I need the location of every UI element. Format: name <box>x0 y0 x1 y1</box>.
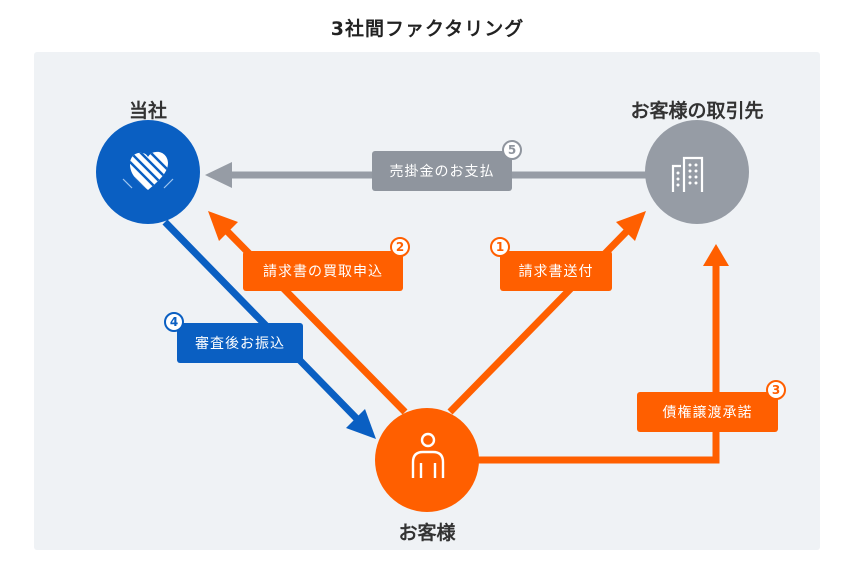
step-5-badge: 5 <box>502 140 522 160</box>
step-1-box: 請求書送付 <box>500 251 612 291</box>
step-2-badge: 2 <box>390 237 410 257</box>
step-1-label: 請求書送付 <box>518 264 594 280</box>
customer-node <box>375 408 479 512</box>
arrow-step-4 <box>162 219 376 439</box>
diagram-title: 3社間ファクタリング <box>330 18 525 40</box>
customer-label: お客様 <box>398 522 456 544</box>
step-2-box: 請求書の買取申込 <box>243 251 403 291</box>
person-icon <box>411 432 445 478</box>
step-2-label: 請求書の買取申込 <box>263 264 383 280</box>
arrow-step-2 <box>208 211 408 415</box>
company-node <box>96 120 200 224</box>
step-5-label: 売掛金のお支払 <box>389 164 495 180</box>
step-5-box: 売掛金のお支払 <box>372 151 512 191</box>
step-3-label: 債権譲渡承諾 <box>662 405 753 421</box>
step-4-label: 審査後お振込 <box>195 336 285 352</box>
step-4-box: 審査後お振込 <box>177 323 303 363</box>
company-label: 当社 <box>128 100 168 122</box>
arrow-step-3 <box>470 244 729 464</box>
partner-node <box>645 120 749 224</box>
partner-label: お客様の取引先 <box>630 100 764 122</box>
step-3-box: 債権譲渡承諾 <box>637 392 778 432</box>
step-1-badge: 1 <box>490 237 510 257</box>
arrow-step-1 <box>447 211 646 415</box>
step-3-badge: 3 <box>766 380 786 400</box>
step-4-badge: 4 <box>164 312 184 332</box>
building-icon <box>671 156 704 192</box>
